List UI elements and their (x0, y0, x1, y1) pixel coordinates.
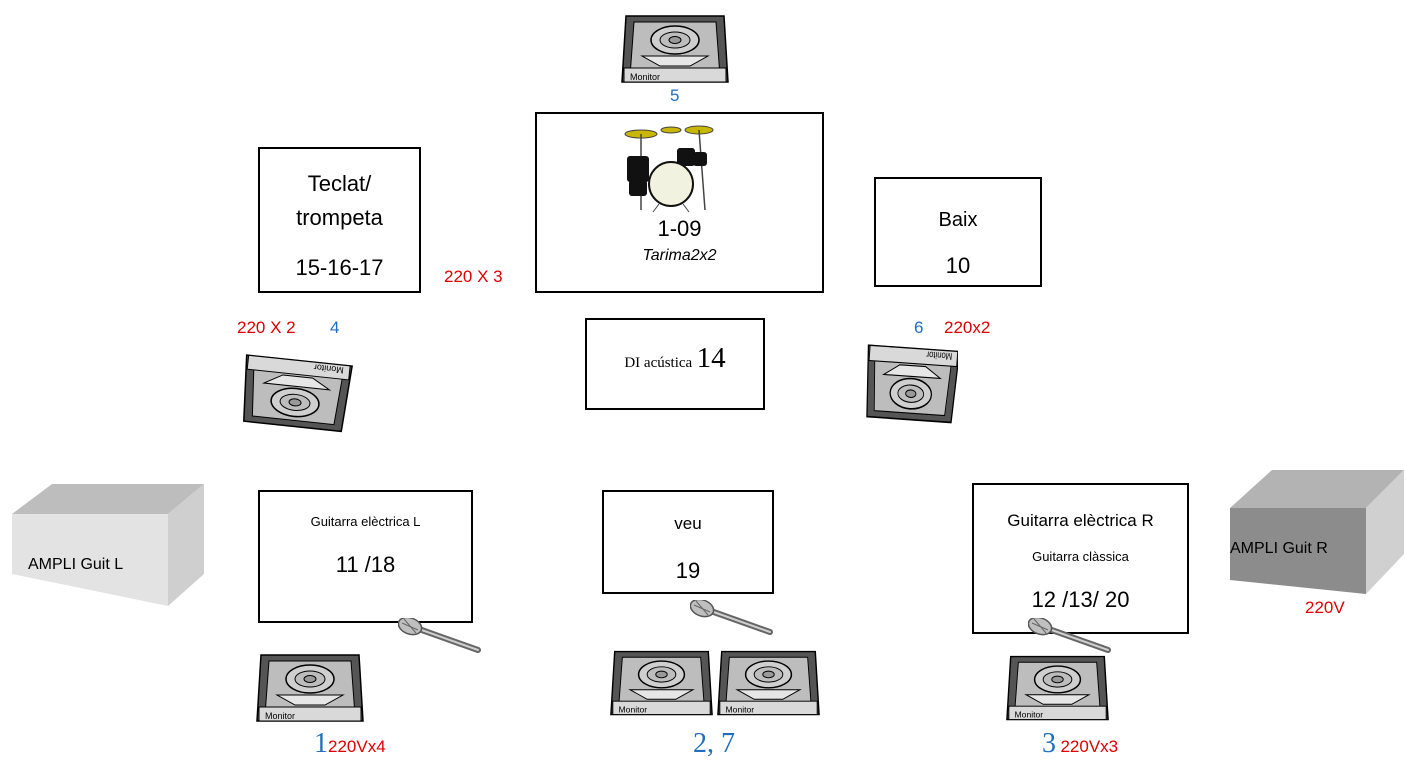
front-left-monitor-icon: Monitor (256, 654, 364, 722)
right-side-monitor-number: 6 (914, 318, 924, 337)
front-right-monitor-icon: Monitor (1006, 655, 1109, 721)
bass-channels: 10 (945, 253, 971, 278)
guitar-right-box: Guitarra elèctrica R Guitarra clàssica 1… (972, 483, 1189, 634)
left-side-power: 220 X 2 (237, 318, 296, 337)
guitar-right-channels: 12 /13/ 20 (1031, 587, 1130, 612)
front-right-power: 220Vx3 (1060, 737, 1119, 756)
guitar-left-label: Guitarra elèctrica L (310, 514, 421, 529)
keys-label-line1: Teclat/ (307, 171, 372, 196)
front-center-monitor-number: 2, 7 (693, 728, 735, 759)
amp-right-label: AMPLI Guit R (1230, 540, 1328, 557)
right-side-power: 220x2 (944, 318, 991, 337)
guitar-right-sub: Guitarra clàssica (1032, 549, 1129, 564)
front-left-power: 220Vx4 (328, 737, 386, 756)
microphone-icon (690, 600, 774, 640)
monitor-label: Monitor (1015, 710, 1044, 720)
monitor-label: Monitor (313, 362, 344, 375)
drums-channels: 1-09 (657, 216, 702, 241)
front-center-monitor-left-icon: Monitor (610, 650, 713, 716)
guitar-right-label: Guitarra elèctrica R (1007, 511, 1154, 530)
guitar-left-channels: 11 /18 (335, 552, 396, 577)
right-side-monitor-icon: Monitor (862, 344, 958, 424)
drum-monitor-icon: Monitor (621, 15, 729, 83)
di-box: DI acústica 14 (585, 318, 765, 410)
front-left-monitor-number: 1 (314, 728, 328, 759)
monitor-label: Monitor (630, 72, 660, 82)
front-center-monitor-right-icon: Monitor (717, 650, 820, 716)
front-right-monitor-number: 3 (1042, 728, 1056, 759)
microphone-icon (398, 618, 482, 658)
di-channel: 14 (696, 342, 726, 374)
keys-box: Teclat/ trompeta 15-16-17 (258, 147, 421, 293)
amp-right-power: 220V (1305, 598, 1345, 617)
monitor-label: Monitor (726, 705, 755, 715)
left-side-monitor-icon: Monitor (243, 354, 353, 433)
di-label: DI acústica (624, 355, 693, 371)
monitor-label: Monitor (926, 349, 953, 362)
amp-left-label: AMPLI Guit L (28, 556, 124, 573)
bass-box: Baix 10 (874, 177, 1042, 287)
drums-box: 1-09 Tarima2x2 (535, 112, 824, 293)
drum-kit-icon (624, 125, 714, 213)
amp-left-icon (12, 484, 204, 606)
keys-label-line2: trompeta (296, 205, 383, 230)
left-side-monitor-number: 4 (330, 318, 340, 337)
keys-channels: 15-16-17 (295, 255, 384, 280)
monitor-label: Monitor (265, 711, 295, 721)
bass-label: Baix (938, 209, 978, 231)
drum-monitor-number: 5 (670, 86, 680, 105)
vocals-channel: 19 (675, 558, 701, 583)
keys-power: 220 X 3 (444, 267, 503, 286)
vocals-box: veu 19 (602, 490, 774, 594)
amp-right-icon (1230, 470, 1404, 594)
vocals-label: veu (674, 514, 702, 533)
guitar-left-box: Guitarra elèctrica L 11 /18 (258, 490, 473, 623)
monitor-label: Monitor (619, 705, 648, 715)
microphone-icon (1028, 618, 1112, 658)
drums-riser: Tarima2x2 (642, 247, 717, 264)
